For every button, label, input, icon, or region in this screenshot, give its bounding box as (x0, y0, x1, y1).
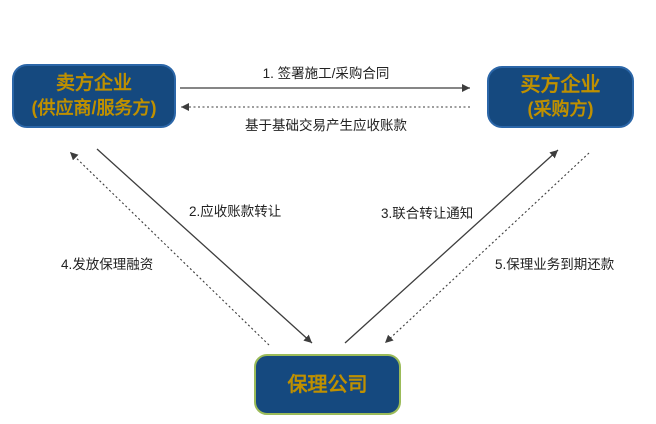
arrow-notice (344, 149, 559, 344)
arrow-repayment (384, 152, 590, 344)
node-seller: 卖方企业 (供应商/服务方) (12, 64, 176, 128)
seller-subtitle: (供应商/服务方) (31, 97, 157, 118)
edge-label-receivable: 基于基础交易产生应收账款 (245, 118, 407, 133)
edge-label-repayment: 5.保理业务到期还款 (495, 257, 615, 272)
edge-label-notice: 3.联合转让通知 (381, 206, 474, 221)
buyer-subtitle: (采购方) (527, 99, 594, 120)
node-factor: 保理公司 (254, 354, 401, 415)
arrow-financing (69, 151, 270, 346)
arrow-transfer (96, 148, 313, 344)
buyer-title: 买方企业 (520, 74, 601, 97)
seller-title: 卖方企业 (55, 72, 132, 94)
edge-label-contract: 1. 签署施工/采购合同 (262, 66, 390, 81)
edge-label-transfer: 2.应收账款转让 (189, 204, 282, 219)
factor-title: 保理公司 (287, 373, 368, 396)
edge-label-financing: 4.发放保理融资 (61, 257, 154, 272)
node-buyer: 买方企业 (采购方) (487, 66, 634, 128)
